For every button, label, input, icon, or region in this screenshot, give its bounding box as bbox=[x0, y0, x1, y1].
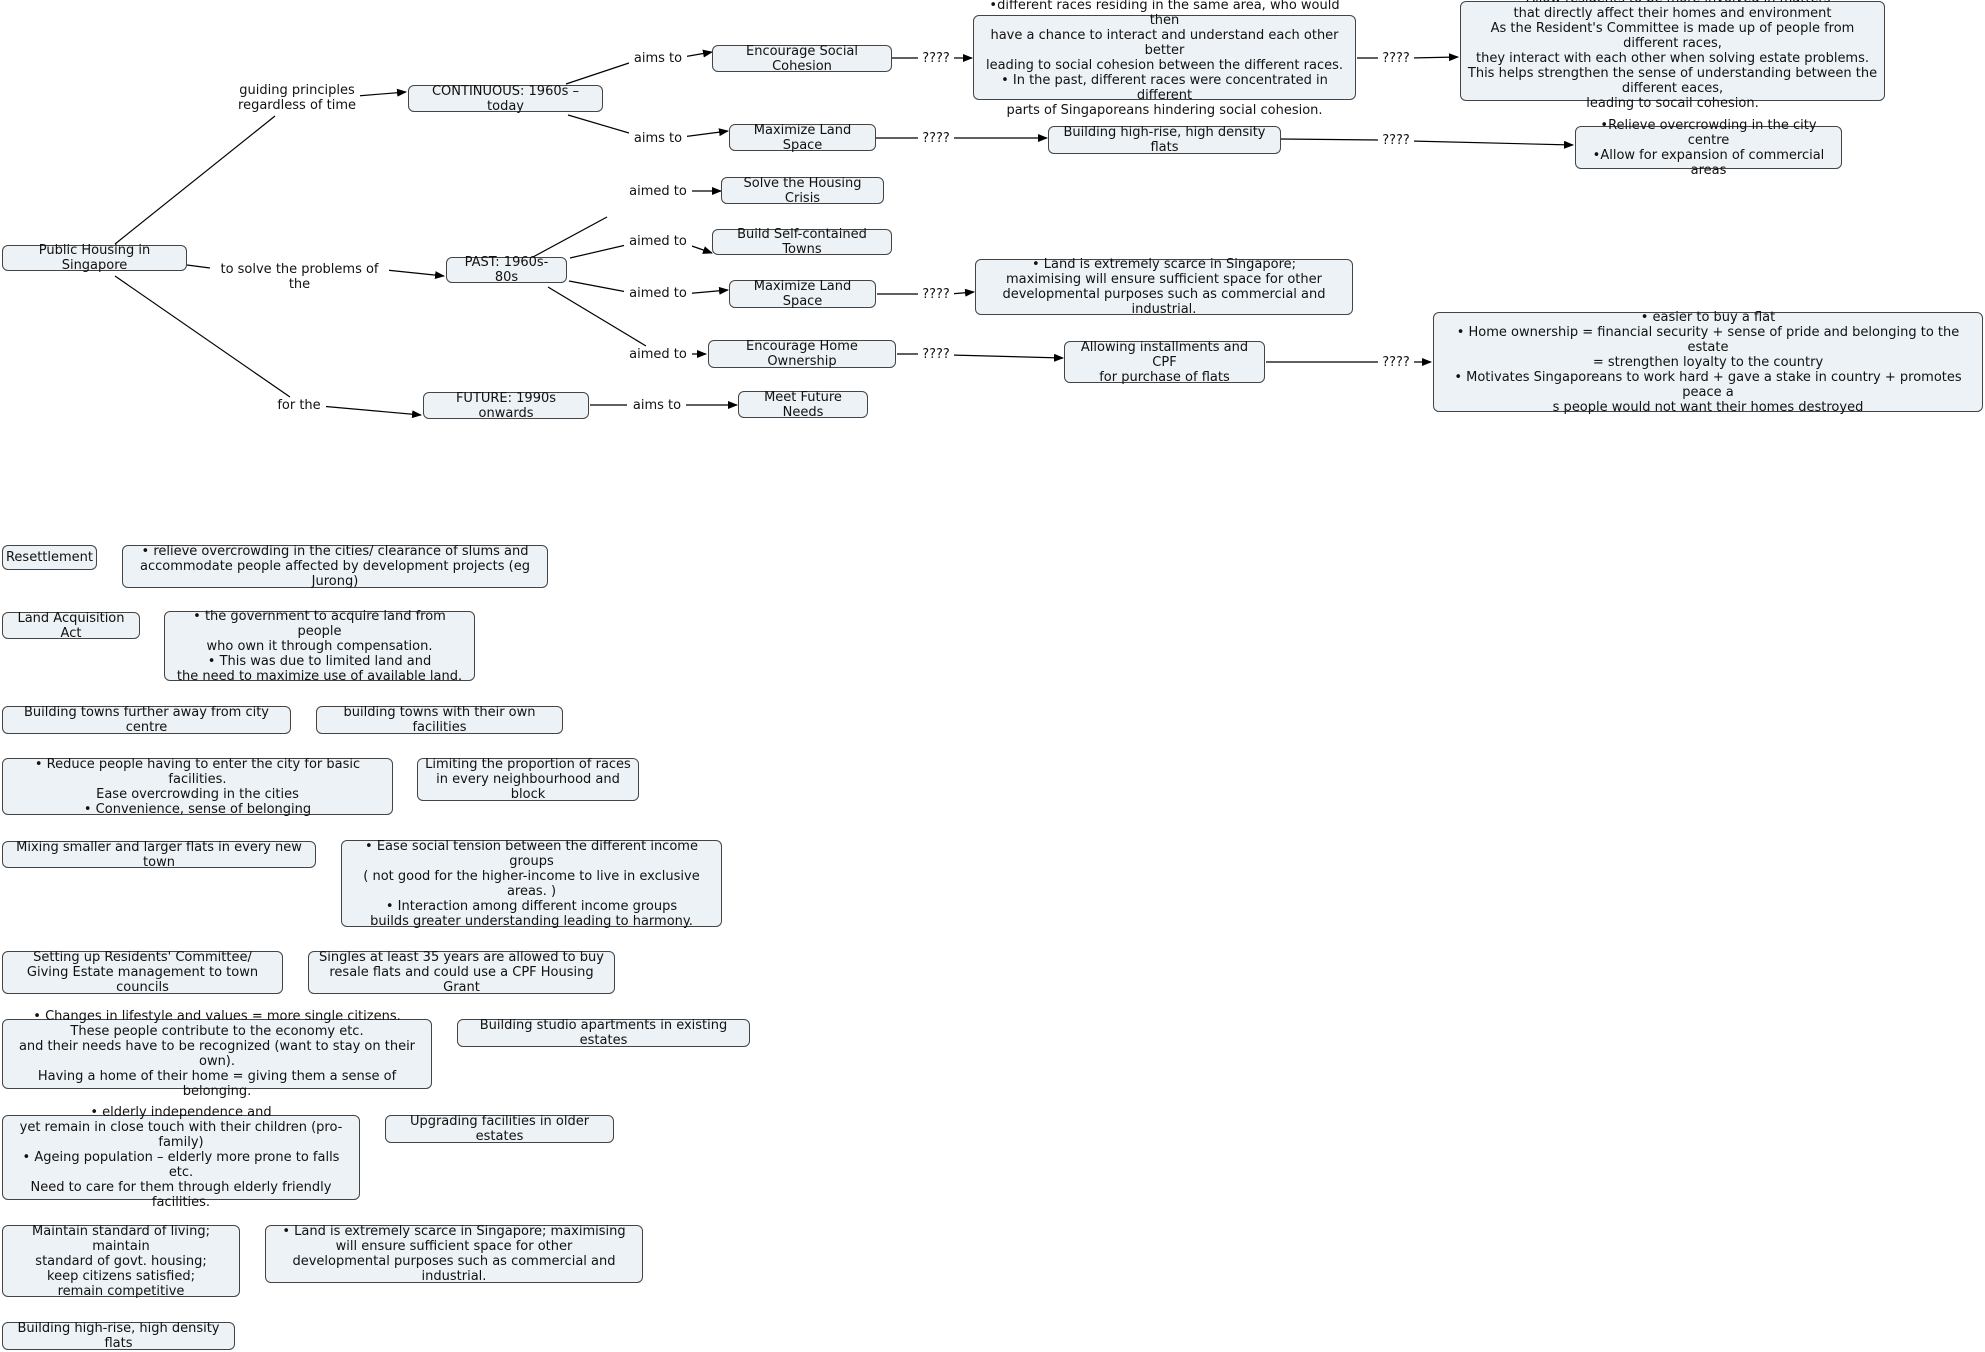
continuous-node: CONTINUOUS: 1960s – today bbox=[408, 84, 603, 114]
resettlement-node: Resettlement bbox=[2, 545, 97, 570]
unknown-link-label-3: ???? bbox=[918, 131, 954, 146]
unknown-link-label-7: ???? bbox=[1378, 355, 1414, 370]
upgrading-node: Upgrading facilities in older estates bbox=[385, 1114, 614, 1144]
maximize-land-node-1: Maximize Land Space bbox=[729, 123, 876, 153]
home-ownership-node: Encourage Home Ownership bbox=[708, 339, 896, 369]
residents-explanation-node: • Allow residents to be more involved in… bbox=[1460, 0, 1885, 111]
unknown-link-label-2: ???? bbox=[1378, 51, 1414, 66]
solve-crisis-node: Solve the Housing Crisis bbox=[721, 176, 884, 206]
aims-to-label-2: aims to bbox=[629, 131, 687, 146]
ease-tension-node: • Ease social tension between the differ… bbox=[341, 839, 722, 929]
aimed-to-label-1: aimed to bbox=[624, 184, 692, 199]
reduce-people-node: • Reduce people having to enter the city… bbox=[2, 757, 393, 817]
guiding-principles-label: guiding principles regardless of time bbox=[234, 83, 360, 113]
towns-facilities-node: building towns with their own facilities bbox=[316, 705, 563, 735]
residents-committee-node: Setting up Residents' Committee/ Giving … bbox=[2, 950, 283, 995]
unknown-link-label-5: ???? bbox=[918, 287, 954, 302]
installments-node: Allowing installments and CPF for purcha… bbox=[1064, 340, 1265, 385]
land-acquisition-explanation-node: • the government to acquire land from pe… bbox=[164, 609, 475, 684]
unknown-link-label-6: ???? bbox=[918, 347, 954, 362]
ownership-explanation-node: • easier to buy a flat • Home ownership … bbox=[1433, 310, 1983, 415]
to-solve-label: to solve the problems of the bbox=[210, 262, 389, 292]
future-node: FUTURE: 1990s onwards bbox=[423, 391, 589, 421]
unknown-link-label-4: ???? bbox=[1378, 133, 1414, 148]
future-needs-node: Meet Future Needs bbox=[738, 390, 868, 420]
for-the-label: for the bbox=[272, 398, 326, 413]
land-scarce-node-2: • Land is extremely scarce in Singapore;… bbox=[265, 1224, 643, 1284]
high-rise-node-1: Building high-rise, high density flats bbox=[1048, 125, 1281, 155]
aimed-to-label-3: aimed to bbox=[624, 286, 692, 301]
land-scarce-node-1: • Land is extremely scarce in Singapore;… bbox=[975, 257, 1353, 317]
aims-to-label-3: aims to bbox=[628, 398, 686, 413]
aimed-to-label-2: aimed to bbox=[624, 234, 692, 249]
maintain-standard-node: Maintain standard of living; maintain st… bbox=[2, 1224, 240, 1299]
aims-to-label-1: aims to bbox=[629, 51, 687, 66]
aimed-to-label-4: aimed to bbox=[624, 347, 692, 362]
maximize-land-node-2: Maximize Land Space bbox=[729, 279, 876, 309]
mixing-flats-node: Mixing smaller and larger flats in every… bbox=[2, 840, 316, 870]
singles-node: Singles at least 35 years are allowed to… bbox=[308, 950, 615, 995]
unknown-link-label-1: ???? bbox=[918, 51, 954, 66]
resettlement-explanation-node: • relieve overcrowding in the cities/ cl… bbox=[122, 544, 548, 589]
limiting-races-node: Limiting the proportion of races in ever… bbox=[417, 757, 639, 802]
root-node: Public Housing in Singapore bbox=[2, 243, 187, 273]
high-rise-node-2: Building high-rise, high density flats bbox=[2, 1321, 235, 1351]
build-towns-node: Build Self-contained Towns bbox=[712, 227, 892, 257]
lifestyle-changes-node: • Changes in lifestyle and values = more… bbox=[2, 1009, 432, 1099]
land-acquisition-node: Land Acquisition Act bbox=[2, 611, 140, 641]
past-node: PAST: 1960s-80s bbox=[446, 255, 567, 285]
relieve-overcrowding-node: •Relieve overcrowding in the city centre… bbox=[1575, 118, 1842, 178]
towns-away-node: Building towns further away from city ce… bbox=[2, 705, 291, 735]
elderly-node: • elderly independence and yet remain in… bbox=[2, 1105, 360, 1210]
studio-apartments-node: Building studio apartments in existing e… bbox=[457, 1018, 750, 1048]
races-explanation-node: •different races residing in the same ar… bbox=[973, 0, 1356, 118]
social-cohesion-node: Encourage Social Cohesion bbox=[712, 44, 892, 74]
